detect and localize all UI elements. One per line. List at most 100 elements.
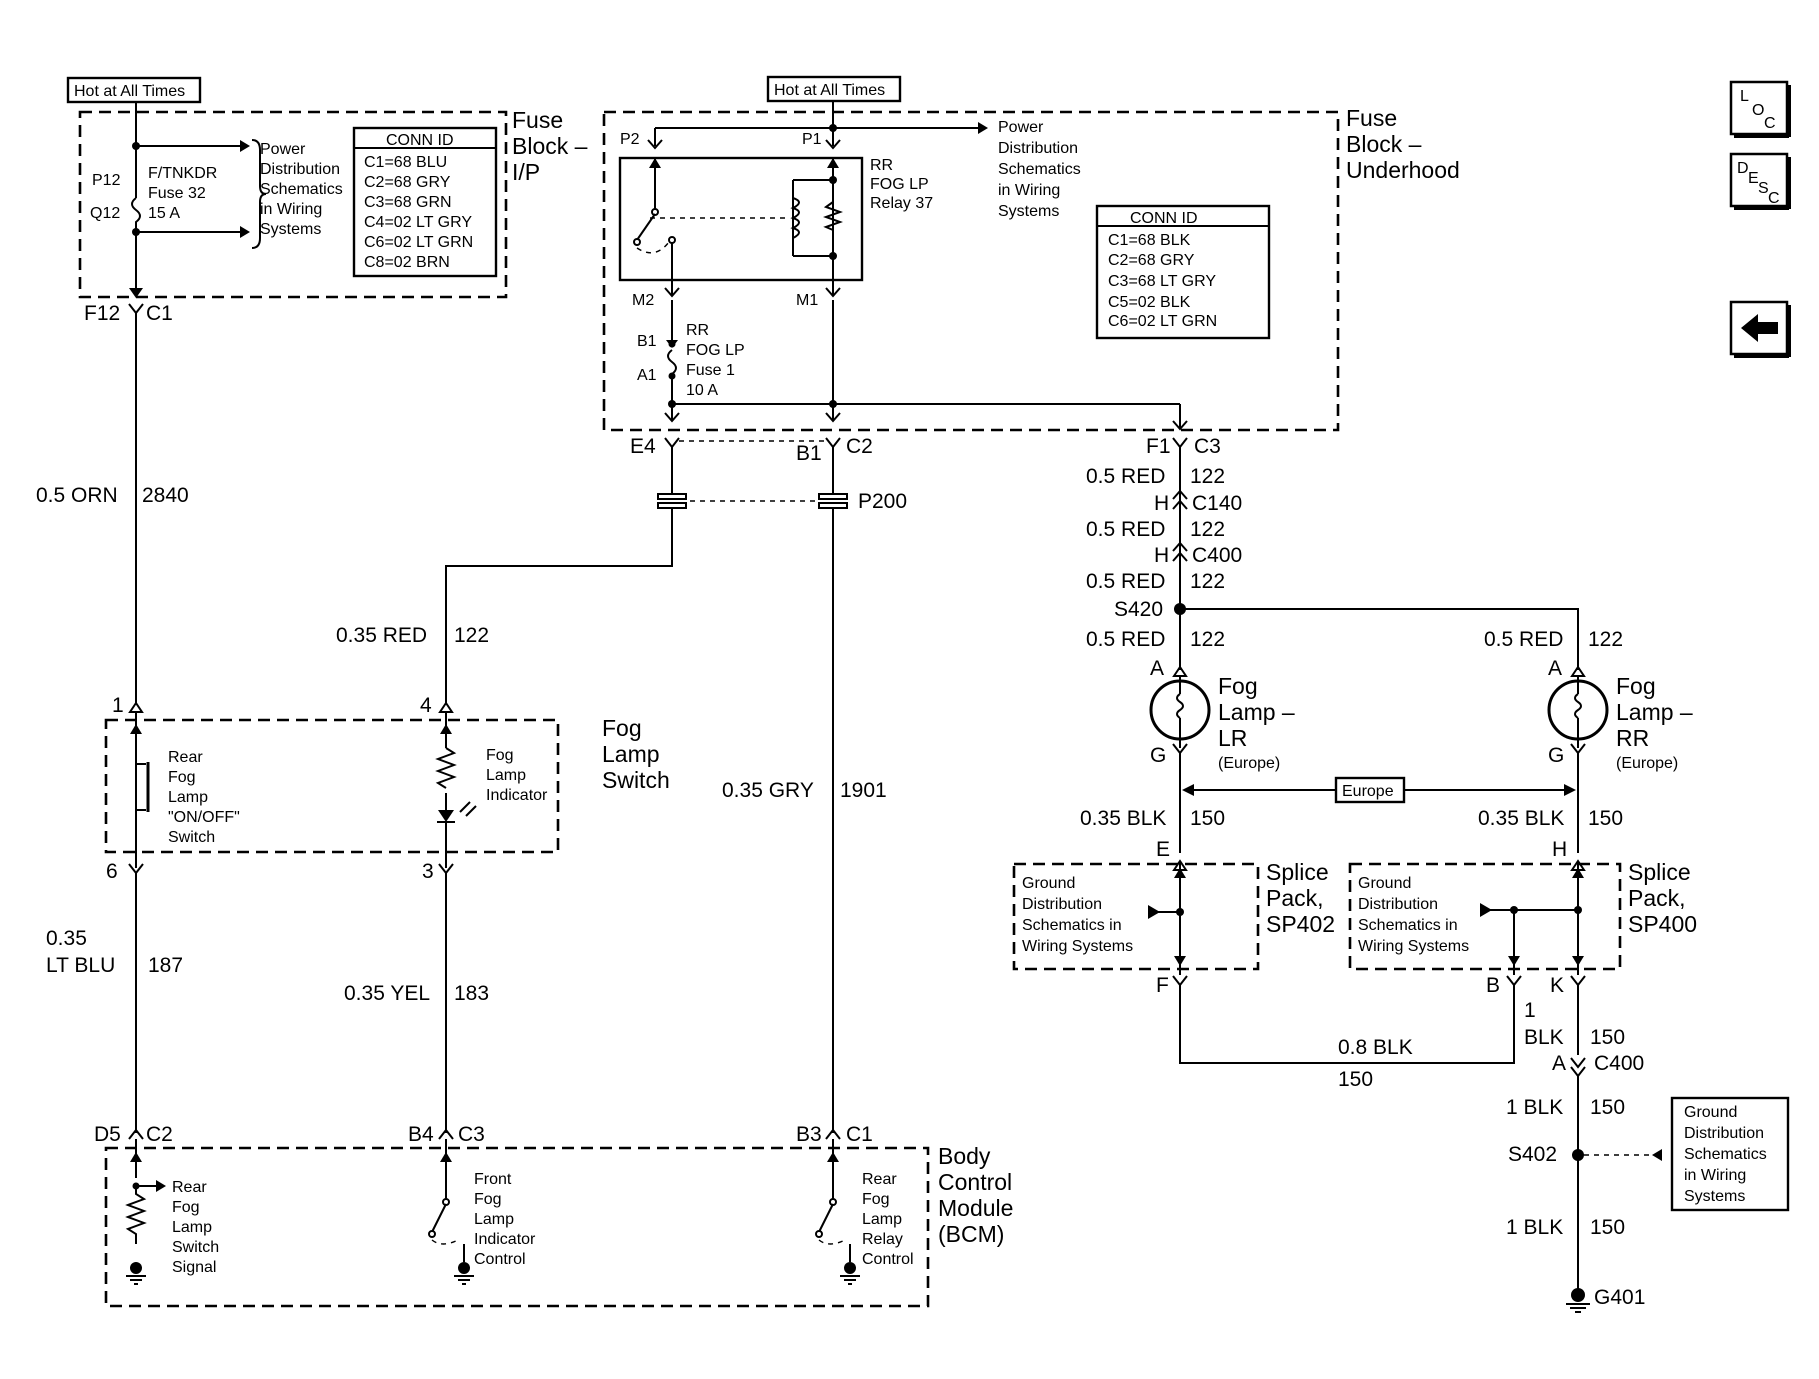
ground-ref-box: Ground Distribution Schematics in Wiring… (1670, 1096, 1790, 1212)
pin-a-c400: A (1552, 1052, 1566, 1075)
pin-b: B (1486, 974, 1500, 997)
svg-text:Systems: Systems (1684, 1188, 1745, 1205)
svg-text:187: 187 (148, 954, 183, 977)
svg-text:Splice: Splice (1628, 859, 1691, 885)
svg-text:Distribution: Distribution (1684, 1125, 1764, 1142)
svg-text:10 A: 10 A (686, 382, 718, 399)
svg-text:0.5 RED: 0.5 RED (1086, 518, 1165, 541)
svg-text:122: 122 (1190, 465, 1225, 488)
pin-3: 3 (422, 860, 434, 883)
svg-text:Distribution: Distribution (1358, 896, 1438, 913)
svg-text:Lamp: Lamp (486, 767, 526, 784)
svg-text:Underhood: Underhood (1346, 157, 1460, 183)
desc-button[interactable]: D E S C (1729, 152, 1791, 210)
svg-text:C: C (1768, 190, 1780, 207)
svg-text:Indicator: Indicator (486, 787, 548, 804)
svg-text:Fuse 1: Fuse 1 (686, 362, 735, 379)
svg-text:BLK: BLK (1524, 1026, 1564, 1049)
svg-text:H: H (1154, 544, 1169, 567)
splice-s402 (1572, 1149, 1584, 1161)
svg-text:B1: B1 (637, 333, 657, 350)
svg-text:P12: P12 (92, 172, 121, 189)
svg-text:Body: Body (938, 1143, 991, 1169)
svg-text:Systems: Systems (998, 203, 1059, 220)
left-arrow-icon (1741, 314, 1778, 342)
svg-text:Lamp: Lamp (474, 1211, 514, 1228)
svg-text:Lamp: Lamp (172, 1219, 212, 1236)
svg-text:1: 1 (1524, 999, 1536, 1022)
svg-text:Signal: Signal (172, 1259, 216, 1276)
svg-text:in Wiring: in Wiring (1684, 1167, 1746, 1184)
svg-text:0.35 BLK: 0.35 BLK (1080, 807, 1166, 830)
pin-f1: F1 (1146, 435, 1171, 458)
svg-text:LT BLU: LT BLU (46, 954, 115, 977)
fuse-block-underhood: Fuse Block – Underhood P2 P1 Power Distr… (602, 101, 1460, 432)
svg-text:Q12: Q12 (90, 205, 120, 222)
svg-text:Lamp –: Lamp – (1218, 699, 1295, 725)
splice-pack-sp402: Splice Pack, SP402 Ground Distribution S… (1012, 859, 1335, 975)
svg-text:Fog: Fog (1218, 673, 1258, 699)
svg-text:1 BLK: 1 BLK (1506, 1096, 1563, 1119)
svg-text:A: A (1548, 657, 1562, 680)
svg-text:15 A: 15 A (148, 205, 180, 222)
svg-text:G: G (1548, 744, 1564, 767)
svg-text:FOG LP: FOG LP (686, 342, 745, 359)
svg-text:C1=68 BLK: C1=68 BLK (1108, 232, 1191, 249)
svg-text:0.8 BLK: 0.8 BLK (1338, 1036, 1413, 1059)
svg-text:122: 122 (1190, 628, 1225, 651)
svg-text:0.35: 0.35 (46, 927, 87, 950)
svg-text:S420: S420 (1114, 598, 1163, 621)
svg-text:Wiring Systems: Wiring Systems (1358, 938, 1469, 955)
pin-c1: C1 (146, 302, 173, 325)
svg-text:C6=02 LT GRN: C6=02 LT GRN (364, 234, 473, 251)
fog-lamp-rr: A Fog Lamp – RR (Europe) G (1547, 657, 1693, 772)
svg-text:in Wiring: in Wiring (260, 201, 322, 218)
svg-text:Switch: Switch (168, 829, 215, 846)
svg-text:C6=02 LT GRN: C6=02 LT GRN (1108, 313, 1217, 330)
back-button[interactable] (1729, 300, 1791, 358)
svg-text:Block –: Block – (1346, 131, 1422, 157)
svg-text:Power: Power (260, 141, 306, 158)
svg-text:Schematics: Schematics (998, 161, 1081, 178)
svg-text:Splice: Splice (1266, 859, 1329, 885)
pin-k: K (1550, 974, 1564, 997)
svg-text:C3=68 LT GRY: C3=68 LT GRY (1108, 273, 1216, 290)
svg-text:C: C (1764, 115, 1776, 132)
svg-text:Fog: Fog (474, 1191, 502, 1208)
svg-text:150: 150 (1590, 1216, 1625, 1239)
svg-text:in Wiring: in Wiring (998, 182, 1060, 199)
svg-text:Pack,: Pack, (1266, 885, 1324, 911)
svg-text:Schematics: Schematics (1684, 1146, 1767, 1163)
svg-text:Control: Control (938, 1169, 1012, 1195)
svg-text:C400: C400 (1594, 1052, 1644, 1075)
svg-text:Fuse: Fuse (1346, 105, 1397, 131)
svg-text:Front: Front (474, 1171, 512, 1188)
wire-08-blk (1179, 985, 1515, 1064)
fog-lamp-switch: Fog Lamp Switch Rear Fog Lamp "ON/OFF" S… (104, 712, 670, 868)
svg-text:E: E (1748, 170, 1759, 187)
svg-text:Relay 37: Relay 37 (870, 195, 933, 212)
svg-text:0.35 BLK: 0.35 BLK (1478, 807, 1564, 830)
svg-text:I/P: I/P (512, 159, 540, 185)
svg-text:Fog: Fog (172, 1199, 200, 1216)
svg-text:Fog: Fog (1616, 673, 1656, 699)
svg-text:A: A (1150, 657, 1164, 680)
svg-text:C8=02 BRN: C8=02 BRN (364, 254, 450, 271)
europe-label: Europe (1334, 776, 1406, 804)
svg-text:Schematics in: Schematics in (1358, 917, 1458, 934)
pin-f: F (1156, 974, 1169, 997)
svg-text:Fuse 32: Fuse 32 (148, 185, 206, 202)
svg-text:LR: LR (1218, 725, 1247, 751)
svg-text:1901: 1901 (840, 779, 887, 802)
svg-text:Module: Module (938, 1195, 1013, 1221)
svg-text:Fog: Fog (168, 769, 196, 786)
svg-text:Block –: Block – (512, 133, 588, 159)
svg-text:(BCM): (BCM) (938, 1221, 1004, 1247)
loc-button[interactable]: L O C (1729, 80, 1791, 138)
svg-text:0.35 GRY: 0.35 GRY (722, 779, 814, 802)
svg-text:Schematics in: Schematics in (1022, 917, 1122, 934)
hot-label-mid: Hot at All Times (766, 75, 902, 103)
svg-text:P1: P1 (802, 131, 822, 148)
wire-122-switch (445, 508, 673, 705)
pin-c3-bcm: C3 (458, 1123, 485, 1146)
